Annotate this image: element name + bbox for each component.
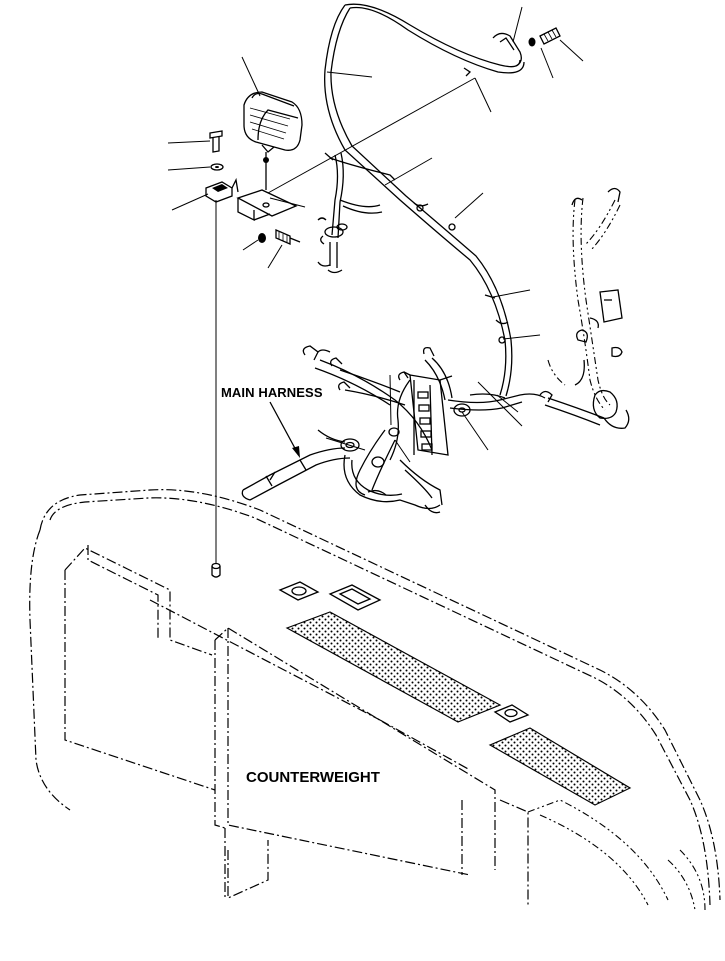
harness-branch-right xyxy=(539,187,630,429)
counterweight-grille-left xyxy=(285,611,502,723)
mount-clip xyxy=(205,177,239,203)
callout-leaders xyxy=(167,6,584,463)
counterweight-access-plates xyxy=(278,581,530,723)
washer-left xyxy=(210,163,224,171)
counterweight-label: COUNTERWEIGHT xyxy=(246,769,380,786)
harness-branch-left xyxy=(317,152,396,274)
bolt-left-upper xyxy=(209,130,223,153)
counterweight-body xyxy=(29,489,721,911)
counterweight-grille-right xyxy=(488,727,632,806)
lamp-harness xyxy=(324,3,525,397)
bolt-top-right xyxy=(528,27,561,47)
counterweight-bolt-hole xyxy=(211,562,221,578)
harness-junction xyxy=(302,345,546,514)
main-harness-cable xyxy=(241,401,351,501)
main-harness-label: MAIN HARNESS xyxy=(221,385,323,400)
work-lamp xyxy=(243,91,303,190)
nut-lower xyxy=(258,229,301,245)
lamp-bracket xyxy=(236,189,298,222)
